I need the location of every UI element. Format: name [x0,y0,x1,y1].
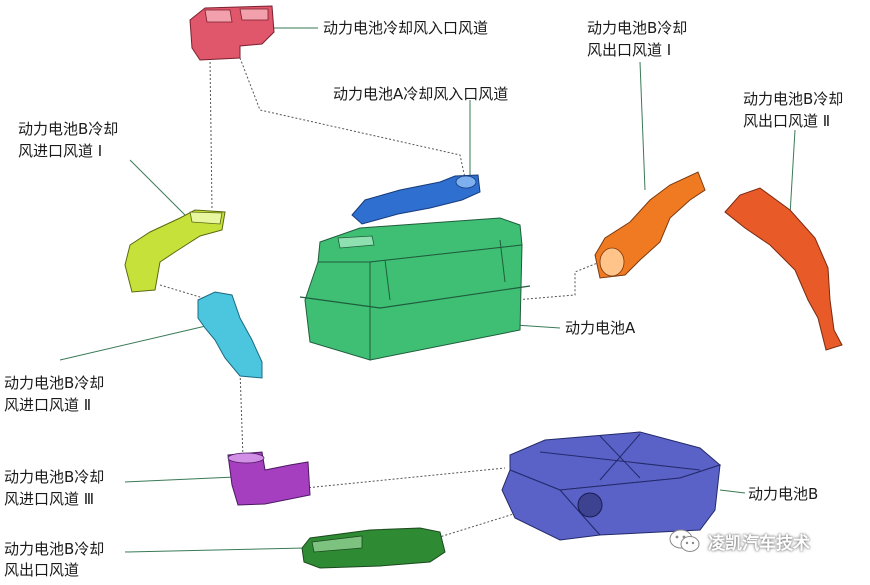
label-b-inlet-1-line1: 动力电池B冷却 [18,120,119,138]
connection-lines [159,57,601,541]
b-inlet-duct-3 [227,451,311,506]
label-b-outlet-2-line2: 风出口风道 Ⅱ [743,112,831,130]
b-outlet-duct-1 [594,171,706,279]
link-battery-a-to-out1 [514,261,601,301]
leader-battery-b [719,489,746,494]
wechat-icon [669,529,700,552]
leader-b-out-1 [639,61,646,191]
link-outlet-to-battery-b [429,511,521,541]
leader-battery-a [514,324,561,329]
leader-b-out-2 [789,129,796,216]
link-top-to-b1 [209,57,213,211]
battery-a-body [299,217,531,361]
b-outlet-duct-2 [724,187,843,351]
label-b-outlet-1-line2: 风出口风道 Ⅰ [587,41,672,59]
label-b-inlet-2-line1: 动力电池B冷却 [4,374,105,392]
leader-b-in-1 [129,159,186,216]
label-b-inlet-3-line2: 风进口风道 Ⅲ [4,490,95,508]
b-inlet-duct-1 [124,209,226,293]
battery-b-body [501,431,722,541]
label-battery-b: 动力电池B [748,485,819,503]
label-b-inlet-2-line2: 风进口风道 Ⅱ [4,396,92,414]
leader-b-in-2 [59,324,211,361]
label-b-outlet-line1: 动力电池B冷却 [4,540,105,558]
watermark: 凌凯汽车技术 [668,528,810,554]
label-battery-a: 动力电池A [565,319,636,337]
link-top-to-a-inlet [239,57,466,179]
label-top-inlet: 动力电池冷却风入口风道 [323,19,489,37]
link-b3-to-battery-b [304,467,506,489]
label-b-outlet-2-line1: 动力电池B冷却 [743,90,844,108]
link-b1-to-b2 [159,284,211,301]
label-b-outlet-line2: 风出口风道 [4,561,80,579]
top-inlet-duct [189,5,275,61]
watermark-text: 凌凯汽车技术 [708,533,810,554]
a-inlet-duct [351,174,481,225]
leader-b-in-3 [124,476,236,483]
b-inlet-duct-2 [197,291,263,379]
label-b-inlet-1-line2: 风进口风道 Ⅰ [18,142,103,160]
label-b-inlet-3-line1: 动力电池B冷却 [4,468,105,486]
label-b-outlet-1-line1: 动力电池B冷却 [587,19,688,37]
link-b2-to-b3 [239,369,244,459]
label-a-inlet: 动力电池A冷却风入口风道 [333,85,509,103]
leader-lines [59,27,796,553]
leader-b-out [124,547,306,553]
b-outlet-duct [301,527,446,569]
